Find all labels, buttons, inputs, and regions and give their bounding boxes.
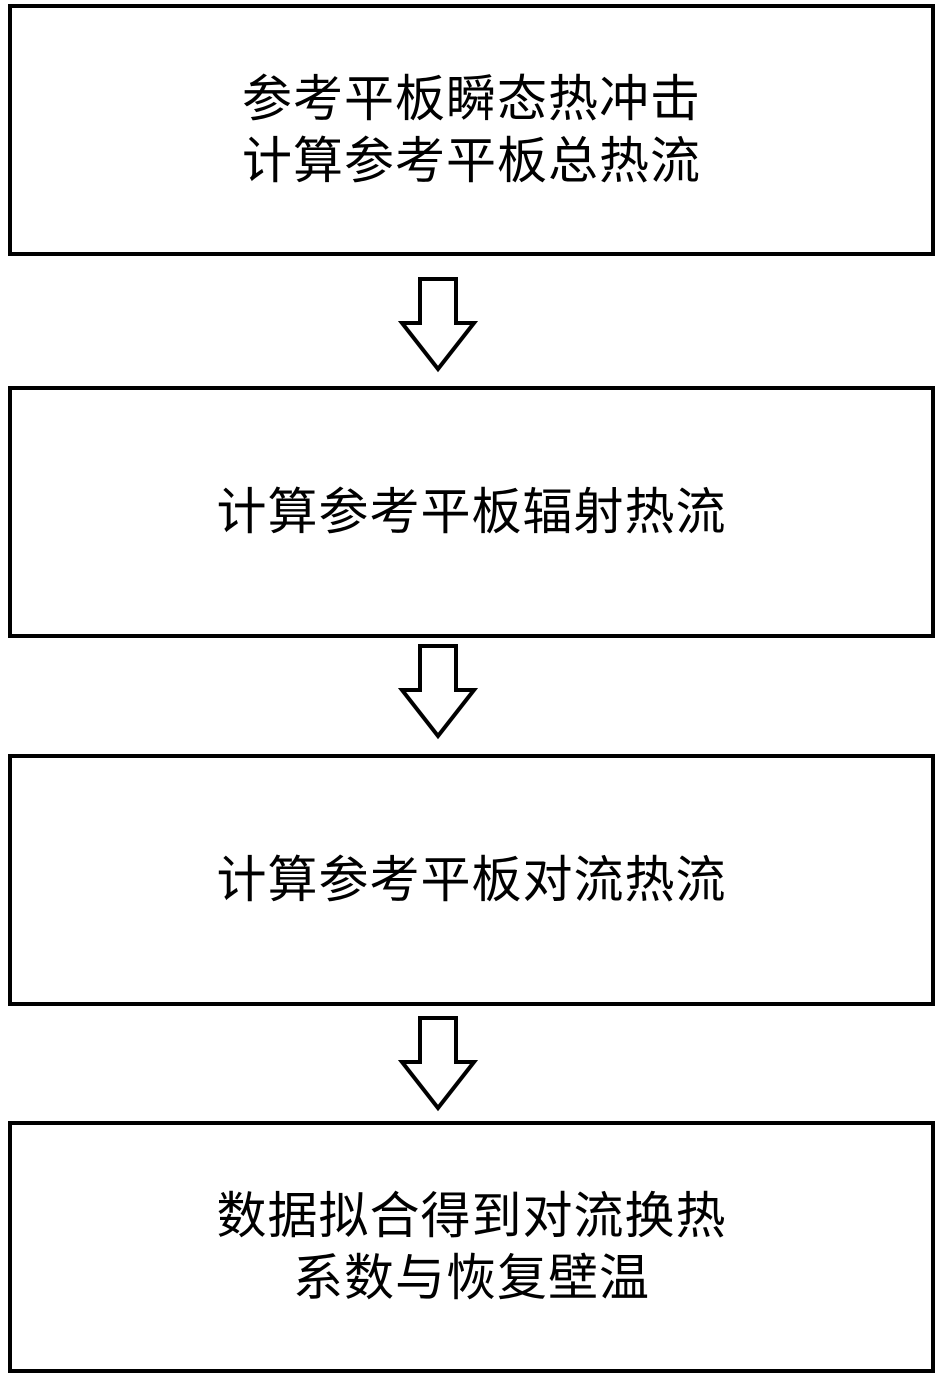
step-1-line-1: 参考平板瞬态热冲击 bbox=[242, 70, 701, 128]
down-arrow-icon bbox=[398, 1016, 478, 1112]
step-2-box: 计算参考平板辐射热流 bbox=[8, 386, 935, 638]
step-4-line-1: 数据拟合得到对流换热 bbox=[216, 1187, 727, 1245]
step-4-box: 数据拟合得到对流换热 系数与恢复壁温 bbox=[8, 1121, 935, 1373]
down-arrow-icon bbox=[398, 277, 478, 373]
step-4-line-2: 系数与恢复壁温 bbox=[293, 1249, 650, 1307]
step-3-line-1: 计算参考平板对流热流 bbox=[216, 851, 727, 909]
step-1-box: 参考平板瞬态热冲击 计算参考平板总热流 bbox=[8, 4, 935, 256]
down-arrow-icon bbox=[398, 644, 478, 740]
step-2-line-1: 计算参考平板辐射热流 bbox=[216, 483, 727, 541]
step-3-box: 计算参考平板对流热流 bbox=[8, 754, 935, 1006]
step-1-line-2: 计算参考平板总热流 bbox=[242, 132, 701, 190]
